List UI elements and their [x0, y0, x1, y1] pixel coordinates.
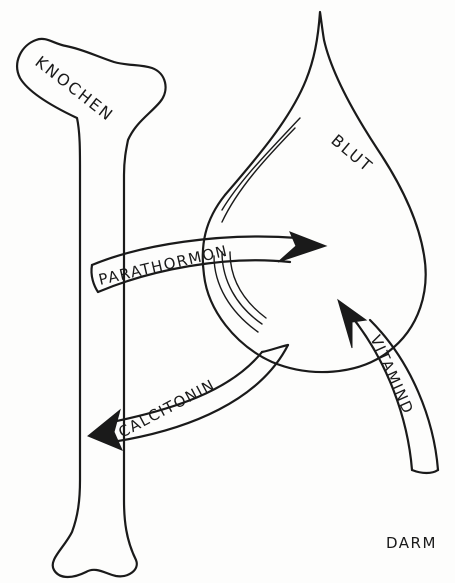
bone-shape: [17, 39, 165, 577]
label-bone: KNOCHEN: [32, 52, 118, 125]
blood-drop-shape: [203, 12, 426, 372]
label-intestine: DARM: [386, 534, 437, 552]
label-calcitonin: CALCITONIN: [115, 375, 218, 441]
label-parathormone: PARATHORMON: [97, 242, 230, 289]
